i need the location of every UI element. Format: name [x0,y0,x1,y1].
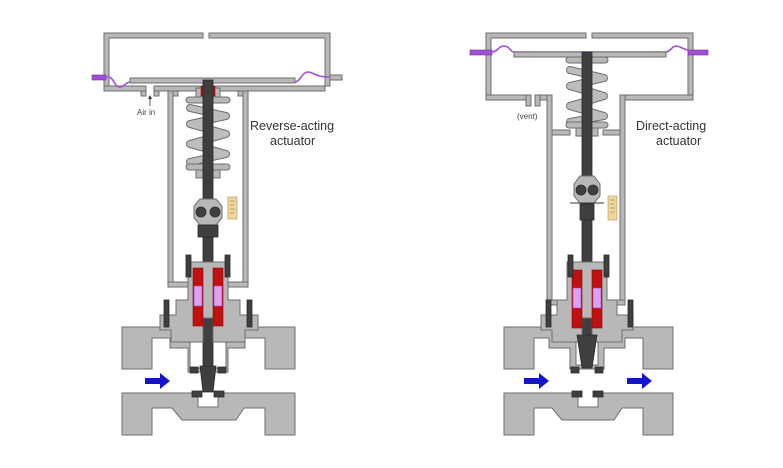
stem-connector [193,198,223,238]
direct-acting-title-line1: Direct-acting [636,119,706,133]
seat-ring-lower-right [592,390,604,398]
seat-ring-upper-right [217,366,227,374]
valve-body-upper [503,326,674,370]
reverse-acting-title-line1: Reverse-acting [250,119,334,133]
seat-ring-upper-right [594,366,604,374]
diaphragm-housing [103,32,331,97]
packing [571,269,603,329]
arrow-right-icon [145,373,170,389]
air-in-arrowhead [148,95,152,99]
reverse-acting-title-line2: actuator [270,134,315,148]
valve-plug [576,334,598,369]
seat-ring-upper-left [189,366,199,374]
valve-body-lower [503,392,674,436]
position-indicator-scale [227,196,238,220]
arrow-right-icon [524,373,549,389]
valve-body-upper [121,326,296,373]
yoke [167,90,249,288]
reverse-acting-valve: Air in Reverse-acting actuator [91,32,343,436]
valve-body-lower [121,392,296,436]
direct-acting-title-line2: actuator [656,134,701,148]
seat-ring-upper-left [570,366,580,374]
stem-connector [570,175,604,221]
position-indicator-scale [607,195,618,221]
packing [192,267,224,327]
seat-ring-lower-left [191,390,203,398]
seat-ring-lower-left [571,390,583,398]
diaphragm [470,45,709,53]
direct-acting-valve: (vent) Direct-acting actuator [469,32,709,436]
bonnet-bolts [545,254,634,328]
valve-plug [199,365,217,393]
seat-ring-lower-right [213,390,225,398]
vent-label: (vent) [517,112,538,121]
bonnet-bolts [163,254,253,328]
housing-flange-right [329,74,343,81]
air-in-label: Air in [137,108,155,117]
arrow-right-icon [627,373,652,389]
